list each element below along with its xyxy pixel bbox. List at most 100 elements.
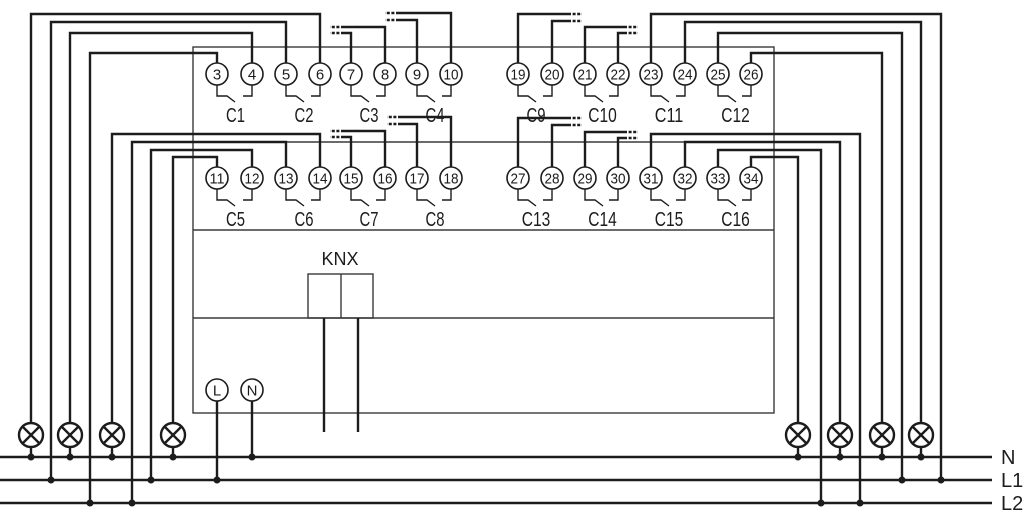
- terminal-24: 24: [673, 62, 697, 86]
- terminal-number: 31: [644, 171, 659, 188]
- terminal-number: 21: [578, 67, 593, 84]
- terminal-number: 32: [678, 171, 693, 188]
- channel-label: C9: [527, 105, 546, 127]
- channel-label: C4: [426, 105, 445, 127]
- terminal-33: 33: [706, 166, 730, 190]
- terminal-circle: [706, 166, 730, 190]
- channel-label: C7: [360, 209, 379, 231]
- lamp-terminal-6: [17, 421, 45, 449]
- lamp-cross-b: [911, 425, 931, 445]
- junction-dot-n: [917, 453, 925, 461]
- terminal-number: 15: [344, 171, 359, 188]
- terminal-9: 9: [405, 62, 429, 86]
- channel-bracket-contact: [742, 189, 752, 201]
- lamp-terminal-11: [159, 421, 187, 449]
- lamp-cross-b: [788, 425, 808, 445]
- continuation-wire: [550, 19, 568, 63]
- wire-terminal-11: [171, 155, 219, 457]
- terminal-circle: [506, 62, 530, 86]
- channel-label: C13: [522, 209, 551, 231]
- junction-dot-n: [27, 453, 35, 461]
- continuation-wire: [550, 123, 568, 167]
- terminal-circle: [573, 62, 597, 86]
- terminal-circle: [506, 166, 530, 190]
- terminal-number: 6: [316, 67, 324, 84]
- lamp-cross-b: [872, 425, 892, 445]
- supply-terminal-n: N: [240, 378, 264, 457]
- terminal-number: 20: [545, 67, 560, 84]
- terminal-number: 10: [444, 67, 459, 84]
- channel-bracket-common: [517, 189, 537, 207]
- channel-bracket-common: [285, 85, 305, 103]
- wire-terminal-8: [330, 25, 387, 63]
- wire-terminal-19: [516, 12, 582, 63]
- channel-bracket-contact: [609, 85, 619, 97]
- terminal-circle: [606, 62, 630, 86]
- terminal-number: 17: [410, 171, 425, 188]
- junction-dot-l2: [817, 499, 825, 507]
- junction-dot-n: [66, 453, 74, 461]
- terminal-18: 18: [439, 166, 463, 190]
- channel-bracket-common: [216, 85, 236, 103]
- terminal-32: 32: [673, 166, 697, 190]
- channel-bracket-common: [650, 85, 670, 103]
- wire-terminal-23: [649, 12, 943, 480]
- supply-terminal-label: N: [247, 383, 258, 400]
- load-wire: [683, 20, 923, 423]
- terminal-14: 14: [308, 166, 332, 190]
- terminal-5: 5: [274, 62, 298, 86]
- wire-terminal-15: [330, 135, 353, 167]
- junction-dot-n: [108, 453, 116, 461]
- continuation-wire: [583, 130, 624, 167]
- channel-bracket-contact: [676, 189, 686, 201]
- terminal-10: 10: [439, 62, 463, 86]
- phase-wire: [49, 20, 288, 480]
- terminal-number: 23: [644, 67, 659, 84]
- supply-terminal-l: L: [205, 378, 229, 480]
- load-wire: [68, 31, 254, 423]
- lamp-terminal-24: [907, 421, 935, 449]
- continuation-wire: [399, 11, 453, 63]
- terminal-27: 27: [506, 166, 530, 190]
- lamp-terminal-26: [868, 421, 896, 449]
- terminal-number: 27: [511, 171, 526, 188]
- channel-label: C16: [721, 209, 750, 231]
- terminal-circle: [673, 166, 697, 190]
- wire-terminal-21: [583, 25, 638, 63]
- channel-c7: C7 15 16: [339, 166, 397, 231]
- load-wire: [110, 132, 322, 423]
- terminal-16: 16: [373, 166, 397, 190]
- actuator-housing: [192, 46, 775, 414]
- channel-c13: C13 27 28: [506, 166, 564, 231]
- channel-bracket-common: [285, 189, 305, 207]
- terminal-circle: [308, 62, 332, 86]
- terminal-circle: [606, 166, 630, 190]
- terminal-23: 23: [639, 62, 663, 86]
- wire-terminal-9: [385, 18, 419, 63]
- terminal-number: 9: [413, 67, 421, 84]
- terminal-number: 16: [378, 171, 393, 188]
- terminal-circle: [439, 166, 463, 190]
- terminal-circle: [706, 62, 730, 86]
- channel-bracket-common: [584, 189, 604, 207]
- continuation-wire: [344, 135, 353, 167]
- terminal-number: 22: [611, 67, 626, 84]
- channel-bracket-common: [416, 189, 436, 207]
- lamp-terminal-34: [784, 421, 812, 449]
- terminal-21: 21: [573, 62, 597, 86]
- wire-terminal-28: [550, 123, 582, 167]
- terminal-28: 28: [540, 166, 564, 190]
- phase-wire: [649, 132, 862, 503]
- channel-bracket-common: [216, 189, 236, 207]
- terminal-circle: [205, 62, 229, 86]
- terminal-11: 11: [205, 166, 229, 190]
- lamp-terminal-4: [56, 421, 84, 449]
- terminal-13: 13: [274, 166, 298, 190]
- channel-label: C11: [655, 105, 684, 127]
- continuation-wire: [344, 25, 387, 63]
